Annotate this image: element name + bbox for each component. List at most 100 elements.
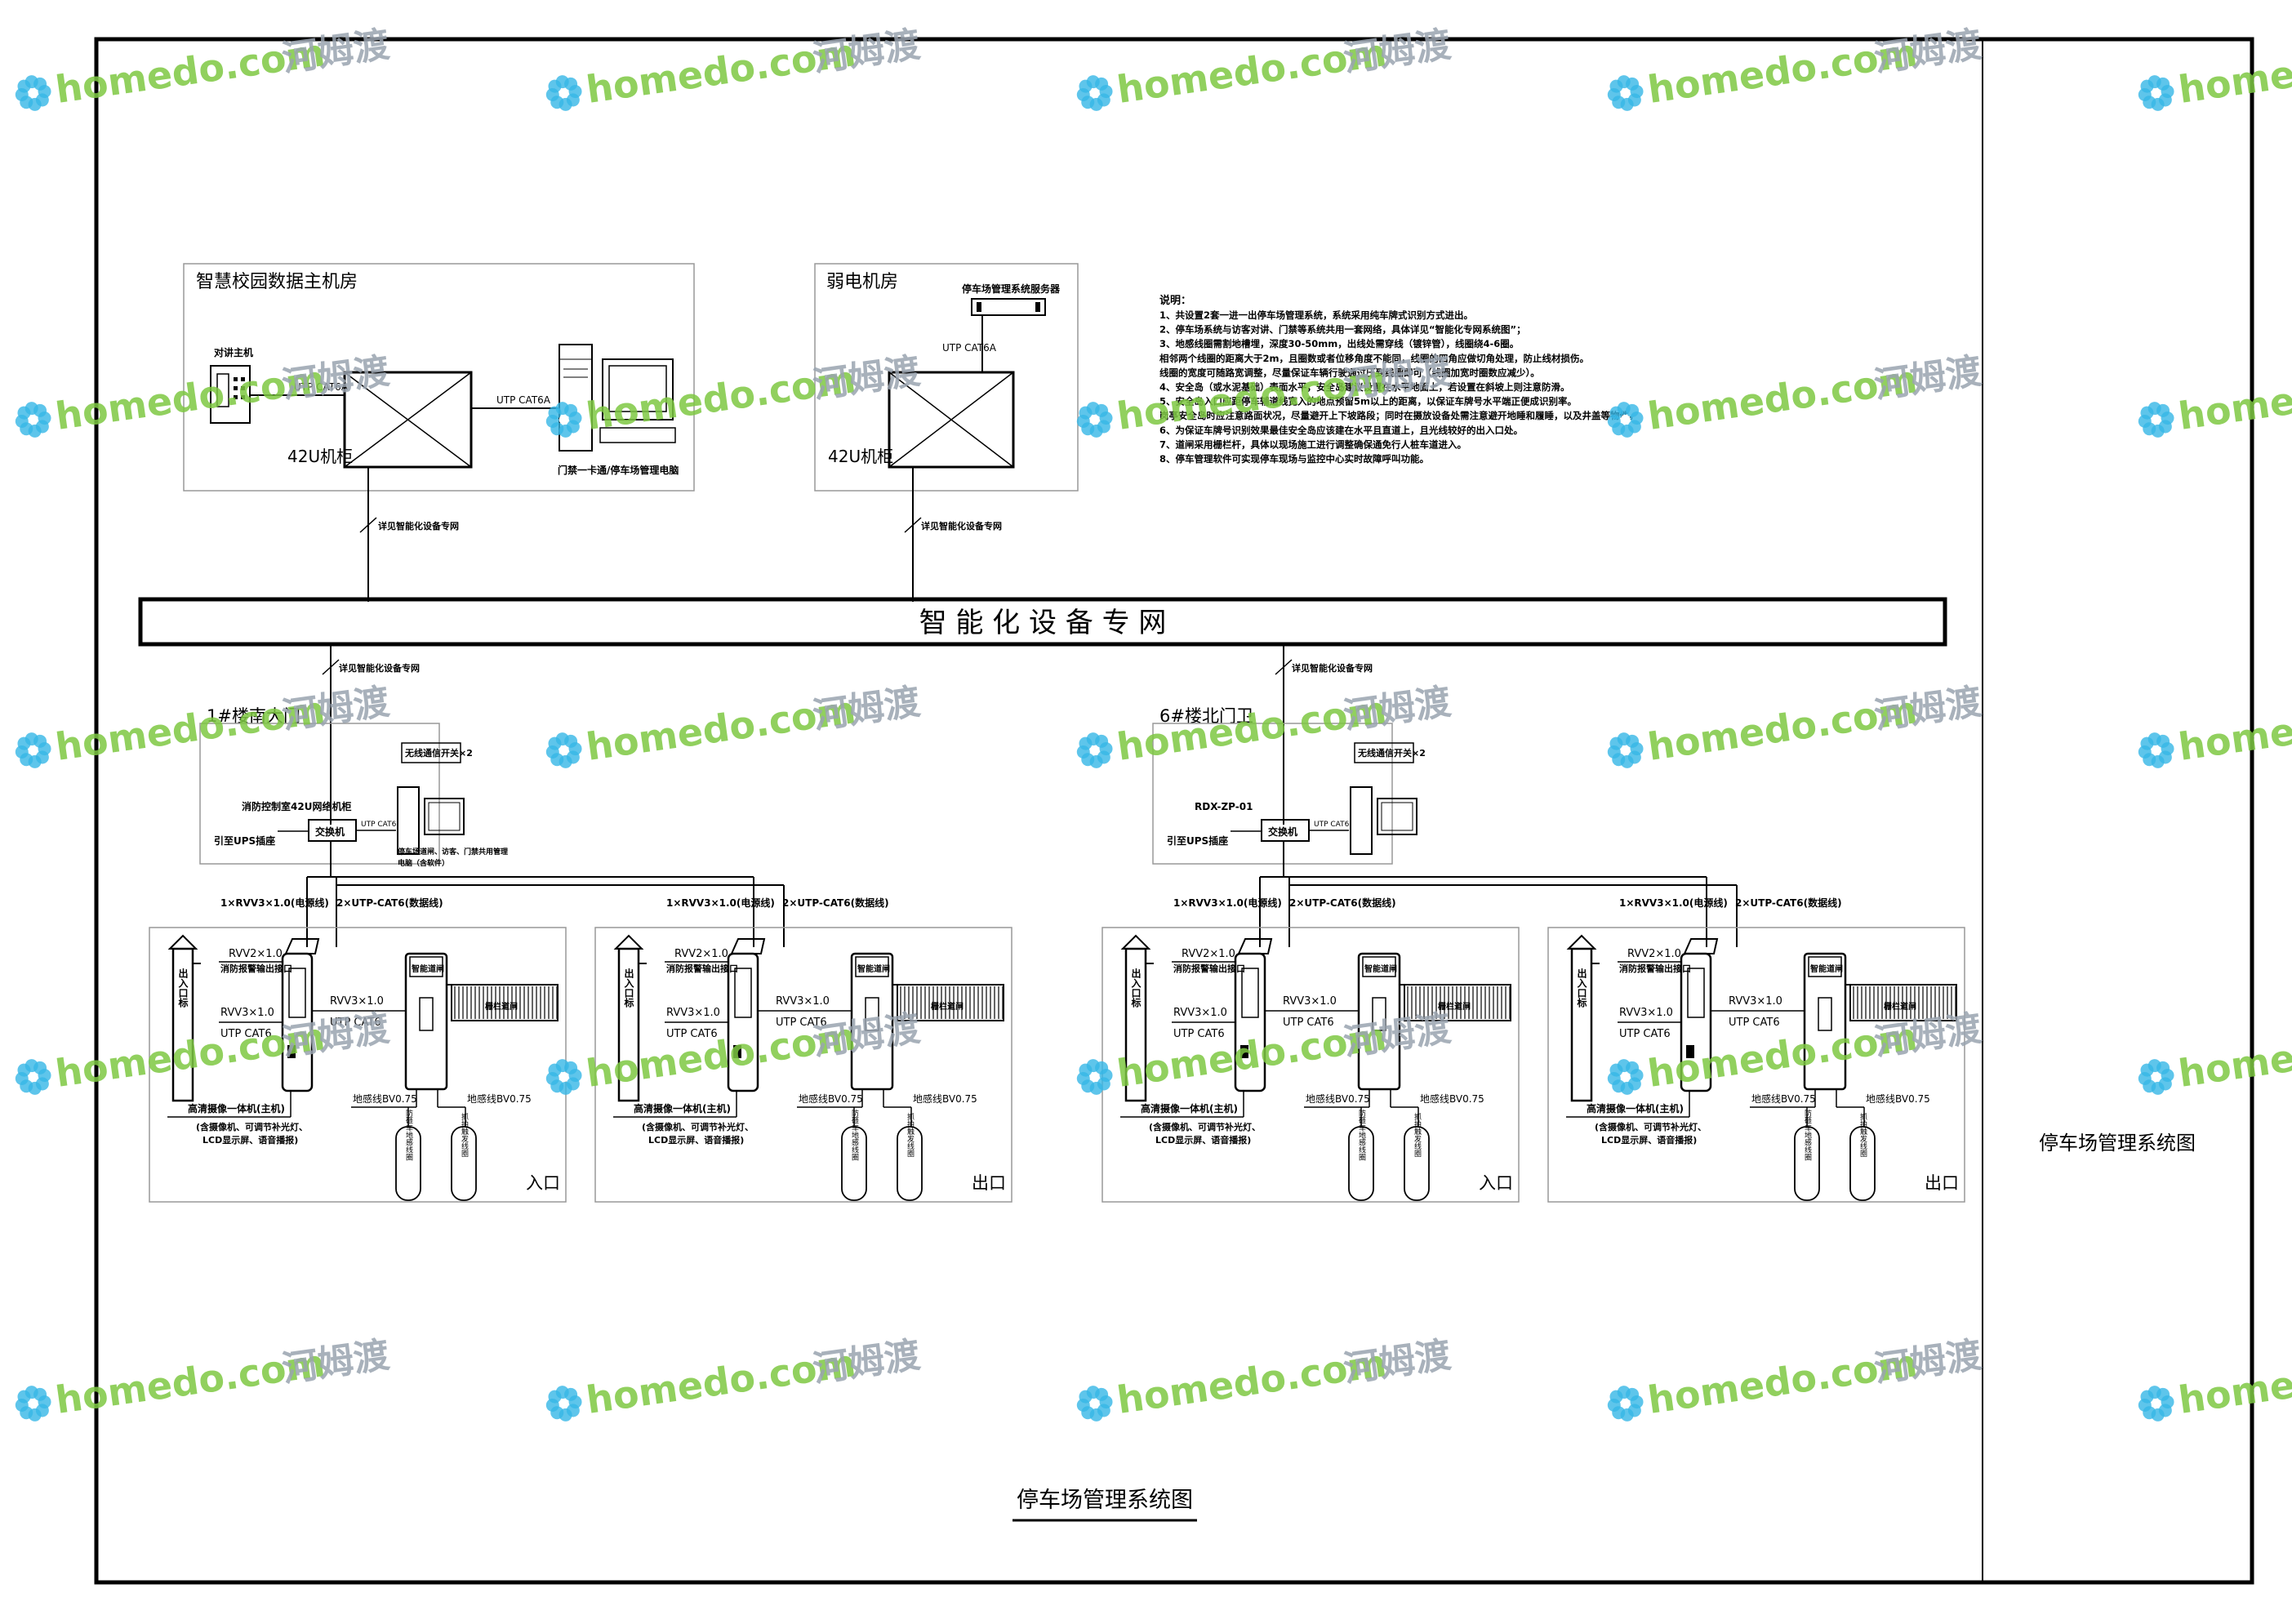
watermark-cn: 河姆渡 [1871, 1008, 1984, 1064]
flower-logo-icon [1076, 1386, 1113, 1422]
weak-cabinet-label: 42U机柜 [828, 447, 893, 466]
flower-logo-icon [1076, 732, 1113, 768]
flower-logo-icon [1076, 75, 1113, 111]
loop-wire-2-label: 地感线BV0.75 [913, 1092, 977, 1105]
watermark-brand: homedo.com [2176, 1014, 2292, 1096]
switch-link-label: UTP CAT6 [1314, 821, 1350, 829]
watermark-cn: 河姆渡 [1871, 1334, 1984, 1390]
entry-exit-kiosk: 出入口标 [613, 934, 647, 1102]
anti-smash-loop-coil: 防砸车地感线圈 [1348, 1108, 1374, 1201]
rvv3-left-label: RVV3×1.0 [666, 1007, 720, 1019]
rvv2-label: RVV2×1.0 [674, 948, 728, 960]
flower-logo-icon [1076, 402, 1113, 438]
entry-exit-kiosk: 出入口标 [167, 934, 201, 1102]
flower-logo-icon [15, 1386, 51, 1422]
intercom-host: 对讲主机 [210, 346, 253, 424]
loop-wire-2-label: 地感线BV0.75 [467, 1092, 532, 1105]
watermark-brand: homedo.com [2176, 30, 2292, 112]
weak-room-box [814, 263, 1079, 492]
flower-logo-icon [15, 402, 51, 438]
net-cable-label: 2×UTP-CAT6(数据线) [1289, 897, 1396, 909]
flower-logo-icon [1076, 1059, 1113, 1095]
backbone-label: 智 能 化 设 备 专 网 [919, 607, 1167, 639]
watermark-cn: 河姆渡 [279, 681, 392, 737]
watermark-cn: 河姆渡 [279, 1008, 392, 1064]
flower-logo-icon [1607, 1059, 1644, 1095]
loop-coil-label: 防砸车地感线圈 [1357, 1108, 1366, 1161]
loop-coil-label: 抓拍触发线圈 [1413, 1112, 1422, 1158]
lane-exit: 1×RVV3×1.0(电源线)2×UTP-CAT6(数据线)出入口标RVV2×1… [1547, 897, 1965, 1203]
power-cable-label: 1×RVV3×1.0(电源线) [220, 897, 329, 909]
switch-link-label: UTP CAT6 [361, 821, 397, 829]
weak-current-room: 弱电机房 停车场管理系统服务器 UTP CAT6A 42U机柜 详见智能化设备专… [814, 263, 1079, 602]
flower-logo-icon [545, 402, 582, 438]
watermark-cn: 河姆渡 [1871, 681, 1984, 737]
net-cable-label: 2×UTP-CAT6(数据线) [1735, 897, 1842, 909]
loop-wire-1-label: 地感线BV0.75 [1306, 1092, 1370, 1105]
camera-spec-1: (含摄像机、可调节补光灯、 [196, 1121, 308, 1132]
lane-name: 入口 [526, 1173, 560, 1193]
gate-pc [1350, 786, 1417, 855]
flower-logo-icon [15, 75, 51, 111]
design-notes: 说明： 1、共设置2套一进一出停车场管理系统，系统采用纯车牌式识别方式进出。2、… [1159, 294, 1639, 465]
lane-exit: 1×RVV3×1.0(电源线)2×UTP-CAT6(数据线)出入口标RVV2×1… [594, 897, 1012, 1203]
watermark-brand: homedo.com [2176, 687, 2292, 769]
note-line: 岗亭安全岛时应注意路面状况，尽量避开上下坡路段；同时在摄放设备处需注意避开地睡和… [1159, 410, 1639, 421]
camera-spec-1: (含摄像机、可调节补光灯、 [1149, 1121, 1261, 1132]
rvv3-right-label: RVV3×1.0 [1283, 995, 1337, 1008]
utp-right-label: UTP CAT6 [776, 1017, 827, 1029]
gate-label: 智能道闸 [857, 963, 890, 974]
barrier-gate [1357, 952, 1401, 1091]
campus-room-title: 智慧校园数据主机房 [196, 272, 358, 292]
capture-trigger-loop-coil: 抓拍触发线圈 [1404, 1112, 1430, 1201]
site-room-box [199, 723, 440, 865]
watermark-cn: 河姆渡 [810, 1334, 923, 1390]
watermark-cn: 河姆渡 [810, 1008, 923, 1064]
camera-spec-2: LCD显示屏、语音播报) [1601, 1134, 1697, 1146]
watermark-cn: 河姆渡 [810, 350, 923, 407]
capture-trigger-loop-coil: 抓拍触发线圈 [451, 1112, 477, 1201]
kiosk-label: 出入口标 [1576, 968, 1587, 1008]
kiosk-label: 出入口标 [623, 968, 634, 1008]
loop-coil-label: 防砸车地感线圈 [1803, 1108, 1812, 1161]
side-drawing-title: 停车场管理系统图 [2039, 1132, 2196, 1155]
main-drawing-title: 停车场管理系统图 [1017, 1488, 1193, 1513]
lane-box [594, 927, 1012, 1203]
flower-logo-icon [2138, 402, 2174, 438]
sheet-frame [94, 37, 2254, 1585]
parking-server [971, 298, 1046, 316]
site-title: 1#楼南大门 [207, 706, 300, 726]
gate-site: 详见智能化设备专网1#楼南大门无线通信开关×2消防控制室42U网络机柜引至UPS… [199, 644, 785, 947]
lane-entry: 1×RVV3×1.0(电源线)2×UTP-CAT6(数据线)出入口标RVV2×1… [1101, 897, 1520, 1203]
kiosk-label: 出入口标 [177, 968, 189, 1008]
lane-name: 出口 [1925, 1173, 1959, 1193]
switch-label: 交换机 [1268, 825, 1297, 838]
barrier-gate [1803, 952, 1847, 1091]
net-cable-label: 2×UTP-CAT6(数据线) [336, 897, 443, 909]
camera-note: 高清摄像一体机(主机) [1141, 1102, 1238, 1115]
weak-room-title: 弱电机房 [826, 272, 898, 292]
watermark-cn: 河姆渡 [1341, 1334, 1453, 1390]
flower-logo-icon [15, 1059, 51, 1095]
note-line: 线圈的宽度可随路宽调整，尽量保证车辆行驶通过压到线圈即可（线圈加宽时圈数应减少）… [1159, 367, 1540, 378]
kiosk-label: 出入口标 [1130, 968, 1142, 1008]
flower-logo-icon [1607, 732, 1644, 768]
flower-logo-icon [15, 732, 51, 768]
capture-trigger-loop-coil: 抓拍触发线圈 [897, 1112, 923, 1201]
weak-uplink-label: 详见智能化设备专网 [921, 520, 1002, 532]
gate-site: 详见智能化设备专网6#楼北门卫无线通信开关×2RDX-ZP-01引至UPS插座交… [1152, 644, 1738, 947]
barrier-gate [850, 952, 894, 1091]
site-riser-label: 详见智能化设备专网 [1292, 662, 1373, 674]
wireless-switch-label: 无线通信开关×2 [1357, 747, 1426, 759]
power-cable-label: 1×RVV3×1.0(电源线) [666, 897, 775, 909]
note-line: 2、停车场系统与访客对讲、门禁等系统共用一套网络，具体详见“智能化专网系统图”； [1159, 324, 1526, 336]
